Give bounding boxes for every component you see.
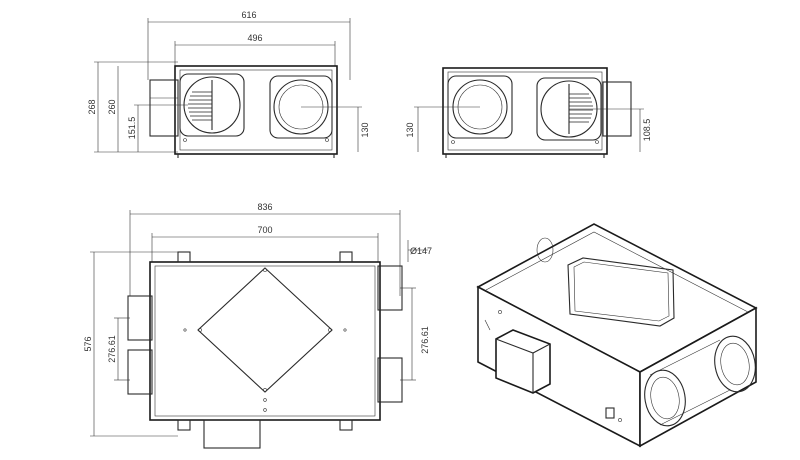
top-view: 836 700 Ø147 xyxy=(83,202,432,449)
dim-right-port-center: 130 xyxy=(360,122,370,137)
iso-control-box xyxy=(495,329,551,394)
top-right-duct-upper xyxy=(377,265,403,311)
iso-right-face xyxy=(639,306,757,448)
dim-overall-depth: 576 xyxy=(83,336,93,351)
iso-duct-back xyxy=(714,335,756,393)
dim-inner-width: 496 xyxy=(247,33,262,43)
dim-body-height: 260 xyxy=(107,99,117,114)
dim-body-length: 700 xyxy=(257,225,272,235)
top-left-duct-lower xyxy=(127,349,153,395)
isometric-view xyxy=(476,223,758,448)
front-left-damper xyxy=(188,80,213,130)
dim-overall-height: 268 xyxy=(87,99,97,114)
iso-top-panel xyxy=(567,257,675,327)
front-body xyxy=(174,65,338,155)
top-right-duct-lower xyxy=(377,357,403,403)
side-view: 130 108.5 xyxy=(405,67,652,158)
access-panel xyxy=(197,267,333,393)
dim-overall-width: 616 xyxy=(241,10,256,20)
dim-side-left-port-center: 130 xyxy=(405,122,415,137)
front-view: 616 496 xyxy=(87,10,370,158)
top-body xyxy=(149,261,381,421)
dim-duct-diameter: Ø147 xyxy=(410,246,432,256)
top-left-duct-upper xyxy=(127,295,153,341)
iso-duct-front xyxy=(644,369,686,427)
dim-side-right-port-center: 108.5 xyxy=(642,119,652,142)
side-body xyxy=(442,67,608,155)
dim-right-port-spacing: 276.61 xyxy=(420,326,430,354)
dim-left-port-center: 151.5 xyxy=(127,117,137,140)
dim-overall-length: 836 xyxy=(257,202,272,212)
dim-left-port-spacing: 276.61 xyxy=(107,335,117,363)
